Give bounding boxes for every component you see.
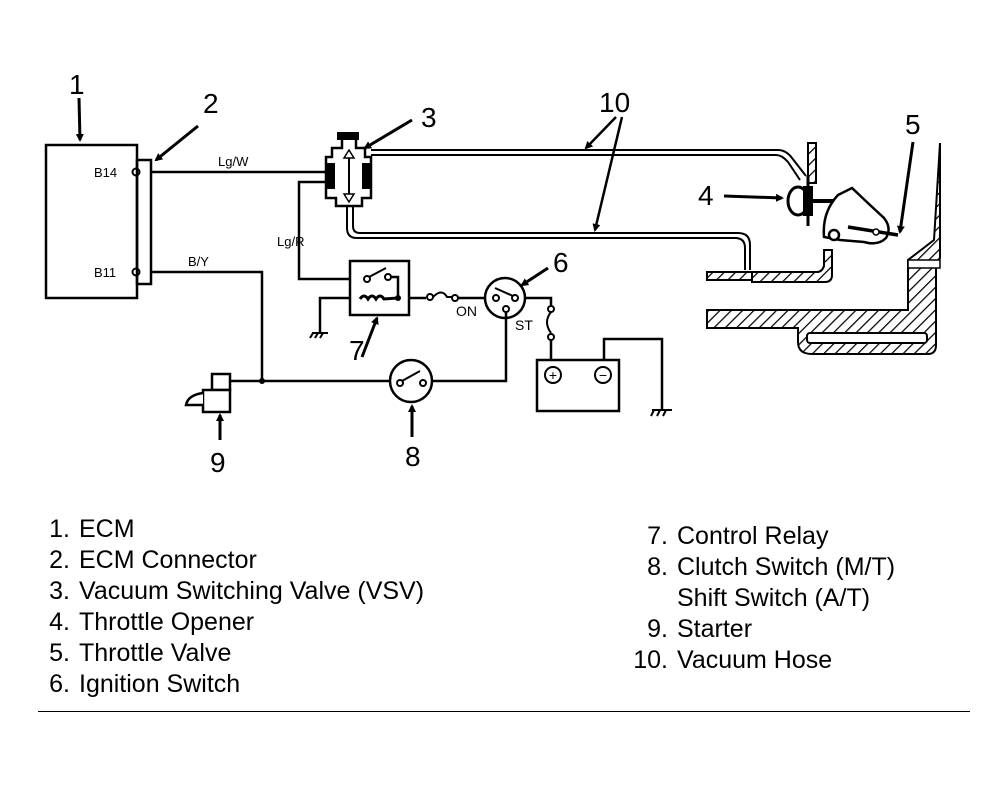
legend-num: 4.: [49, 608, 70, 636]
throttle-body: [706, 142, 941, 355]
battery-positive-icon: +: [549, 367, 557, 383]
callout-2: 2: [203, 88, 219, 119]
legend-left: 1. ECM 2. ECM Connector 3. Vacuum Switching…: [38, 514, 424, 700]
callout-4: 4: [698, 180, 714, 211]
battery-ground-wire: [602, 337, 664, 409]
legend-num: 7.: [647, 522, 668, 550]
pin-label-b14: B14: [94, 165, 117, 180]
switch-label-on: ON: [456, 303, 477, 319]
legend-item: 5. Throttle Valve: [38, 638, 424, 669]
wire-label-b-y: B/Y: [188, 254, 209, 269]
legend-text: Starter: [677, 615, 753, 643]
callout-6-arrow: [520, 266, 549, 287]
throttle-opener: [786, 176, 840, 226]
legend-item: 3. Vacuum Switching Valve (VSV): [38, 576, 424, 607]
ground-icon: [650, 409, 672, 417]
legend-text: Control Relay: [677, 522, 829, 550]
legend-num: 1.: [49, 515, 70, 543]
legend-item: 6. Ignition Switch: [38, 669, 424, 700]
battery: + −: [535, 358, 621, 413]
callout-10-arrow-a: [584, 116, 617, 150]
legend-item: 9. Starter: [620, 614, 895, 645]
legend-text: Ignition Switch: [79, 670, 241, 698]
callout-3-arrow: [363, 118, 413, 150]
legend-num: 6.: [49, 670, 70, 698]
divider: [38, 711, 970, 712]
legend-item: 8. Clutch Switch (M/T): [620, 552, 895, 583]
wire-lg-r: [297, 180, 350, 281]
legend-text: Clutch Switch (M/T): [677, 553, 896, 581]
relay-ground-wire: [318, 296, 350, 332]
wire-b-y: [151, 270, 264, 381]
starter: [184, 372, 232, 414]
legend-num: 9.: [647, 615, 668, 643]
legend-num: 2.: [49, 546, 70, 574]
fuse-terminal: [547, 333, 555, 341]
fuse-icon: [432, 291, 452, 298]
legend-text: ECM: [79, 515, 135, 543]
wire-label-lg-w: Lg/W: [218, 154, 249, 169]
wire-label-lg-r: Lg/R: [277, 234, 304, 249]
throttle-valve: [822, 186, 899, 245]
legend-text: Vacuum Hose: [677, 646, 833, 674]
callout-1: 1: [69, 69, 85, 100]
fuse-terminal: [426, 293, 434, 301]
callout-4-arrow: [723, 193, 784, 202]
callout-5: 5: [905, 109, 921, 140]
ecm-connector: [135, 158, 153, 286]
legend-num: 3.: [49, 577, 70, 605]
legend-text: Throttle Opener: [79, 608, 255, 636]
legend-item: 4. Throttle Opener: [38, 607, 424, 638]
vacuum-hose: [346, 149, 807, 270]
legend-text: Shift Switch (A/T): [677, 584, 871, 612]
callout-7-arrow: [360, 316, 379, 358]
ground-icon: [309, 332, 328, 339]
battery-negative-icon: −: [599, 367, 607, 383]
pin-label-b11: B11: [94, 265, 116, 280]
callout-10-arrow-b: [592, 116, 624, 232]
callout-10: 10: [599, 87, 630, 118]
control-relay: [348, 259, 411, 317]
callout-6: 6: [553, 247, 569, 278]
legend-num: 5.: [49, 639, 70, 667]
legend-num: 8.: [647, 553, 668, 581]
legend-item: 10. Vacuum Hose: [620, 645, 895, 676]
legend-num: [620, 583, 668, 614]
junction-dot: [259, 378, 265, 384]
callout-5-arrow: [896, 141, 915, 234]
switch-label-st: ST: [515, 317, 533, 333]
callout-3: 3: [421, 102, 437, 133]
fuse-icon: [546, 311, 552, 334]
wire-ignition-battery: [525, 296, 553, 305]
legend-num: 10.: [633, 646, 668, 674]
clutch-switch: [388, 358, 434, 404]
callout-7: 7: [349, 335, 365, 366]
legend-item: 2. ECM Connector: [38, 545, 424, 576]
ignition-switch: [483, 276, 527, 320]
legend-item: 1. ECM: [38, 514, 424, 545]
ecm: B14 B11: [44, 143, 141, 300]
callout-9: 9: [210, 447, 226, 478]
fuse-terminal: [547, 305, 555, 313]
circuit-diagram: B14 B11 1 2 Lg/W B/Y 3 Lg/R 10: [44, 69, 941, 478]
legend-item: Shift Switch (A/T): [620, 583, 895, 614]
callout-2-arrow: [154, 124, 199, 162]
legend-text: ECM Connector: [79, 546, 257, 574]
vacuum-switching-valve: [324, 132, 373, 208]
callout-1-arrow: [75, 97, 84, 142]
legend-text: Throttle Valve: [79, 639, 232, 667]
legend-text: Vacuum Switching Valve (VSV): [79, 577, 425, 605]
legend-right: 7. Control Relay 8. Clutch Switch (M/T) Sh…: [620, 521, 895, 676]
callout-8: 8: [405, 441, 421, 472]
fuse-terminal: [451, 294, 459, 302]
wire-st-clutch: [433, 312, 508, 383]
legend-item: 7. Control Relay: [620, 521, 895, 552]
